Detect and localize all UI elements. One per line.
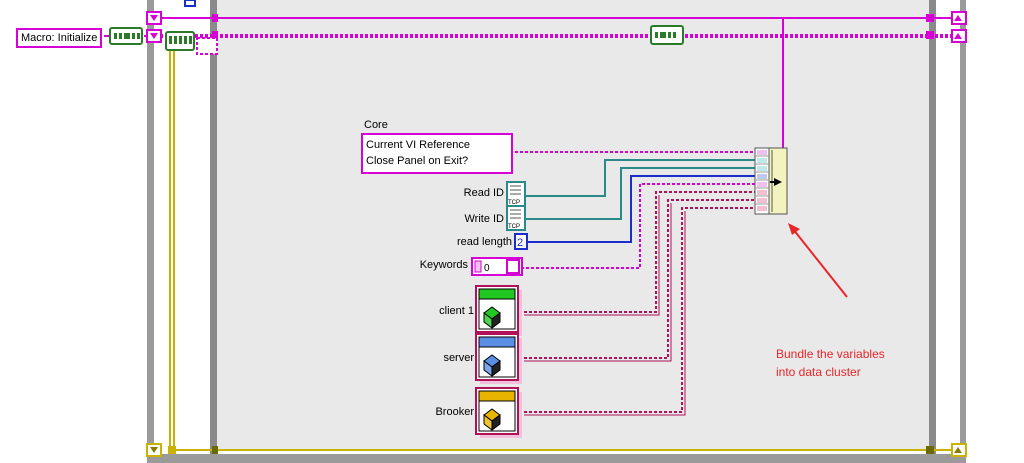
class-object-icon[interactable] [475, 333, 522, 384]
class-object-icon[interactable] [475, 387, 522, 438]
shift-register-left-bottom[interactable] [146, 443, 162, 457]
annotation-line-2: into data cluster [776, 365, 861, 379]
class-object-icon[interactable] [475, 285, 522, 336]
read-length-wire[interactable] [527, 175, 755, 243]
keywords-index: 0 [484, 263, 490, 274]
while-loop-right-border[interactable] [960, 0, 966, 455]
numeric-constant[interactable] [514, 233, 528, 250]
macro-label-text: Macro: Initialize [21, 32, 98, 44]
array-constant-icon[interactable] [471, 257, 523, 276]
read-length-value: 2 [517, 237, 523, 249]
keywords-wire[interactable] [521, 183, 755, 269]
object-label-client-1: client 1 [439, 305, 474, 317]
case-selector-stub[interactable] [184, 0, 196, 7]
while-loop-left-border[interactable] [147, 0, 154, 455]
shift-register-right-top[interactable] [951, 11, 967, 25]
write-id-label: Write ID [464, 213, 504, 225]
read-id-tcp-glyph: TCP [508, 200, 520, 206]
object-label-server: server [443, 352, 474, 364]
enum-constant-icon[interactable] [109, 27, 143, 45]
write-id-wire[interactable] [526, 167, 755, 220]
while-loop-bottom-border [147, 454, 966, 463]
unbundle-enum-icon[interactable] [165, 31, 195, 51]
bundle-by-name-icon[interactable] [754, 147, 788, 215]
case-structure-left-border[interactable] [210, 0, 217, 455]
brooker-wire[interactable] [524, 207, 755, 413]
client1-wire[interactable] [524, 191, 755, 313]
core-field-close-panel: Close Panel on Exit? [366, 155, 469, 167]
core-title: Core [364, 119, 388, 131]
shift-register-left-top[interactable] [146, 11, 162, 25]
enum-wire-constant-icon[interactable] [650, 25, 684, 45]
read-length-label: read length [456, 236, 512, 248]
object-label-brooker: Brooker [435, 406, 474, 418]
bundle-output-wire[interactable] [782, 17, 930, 150]
tcp-refnum-icon[interactable] [506, 205, 526, 231]
macro-label[interactable]: Macro: Initialize [16, 28, 103, 48]
cluster-wire-row2[interactable] [160, 34, 960, 38]
core-cluster-constant[interactable]: Current VI Reference Close Panel on Exit… [361, 133, 513, 174]
read-id-label: Read ID [463, 187, 504, 199]
core-field-current-vi-reference: Current VI Reference [366, 139, 470, 151]
annotation-text: Bundle the variables into data cluster [776, 345, 885, 381]
write-id-tcp-glyph: TCP [508, 224, 520, 230]
shift-register-right-bottom[interactable] [951, 443, 967, 457]
case-selector-terminal[interactable] [196, 37, 218, 55]
annotation-arrow [788, 223, 848, 298]
tcp-refnum-icon[interactable] [506, 181, 526, 207]
case-structure-right-border[interactable] [929, 0, 936, 455]
shift-register-left-mid[interactable] [146, 29, 162, 43]
annotation-line-1: Bundle the variables [776, 347, 885, 361]
server-wire[interactable] [524, 199, 755, 359]
case-structure-body [215, 0, 931, 450]
keywords-label: Keywords [419, 259, 468, 271]
read-id-wire[interactable] [526, 159, 755, 197]
shift-register-right-mid[interactable] [951, 29, 967, 43]
